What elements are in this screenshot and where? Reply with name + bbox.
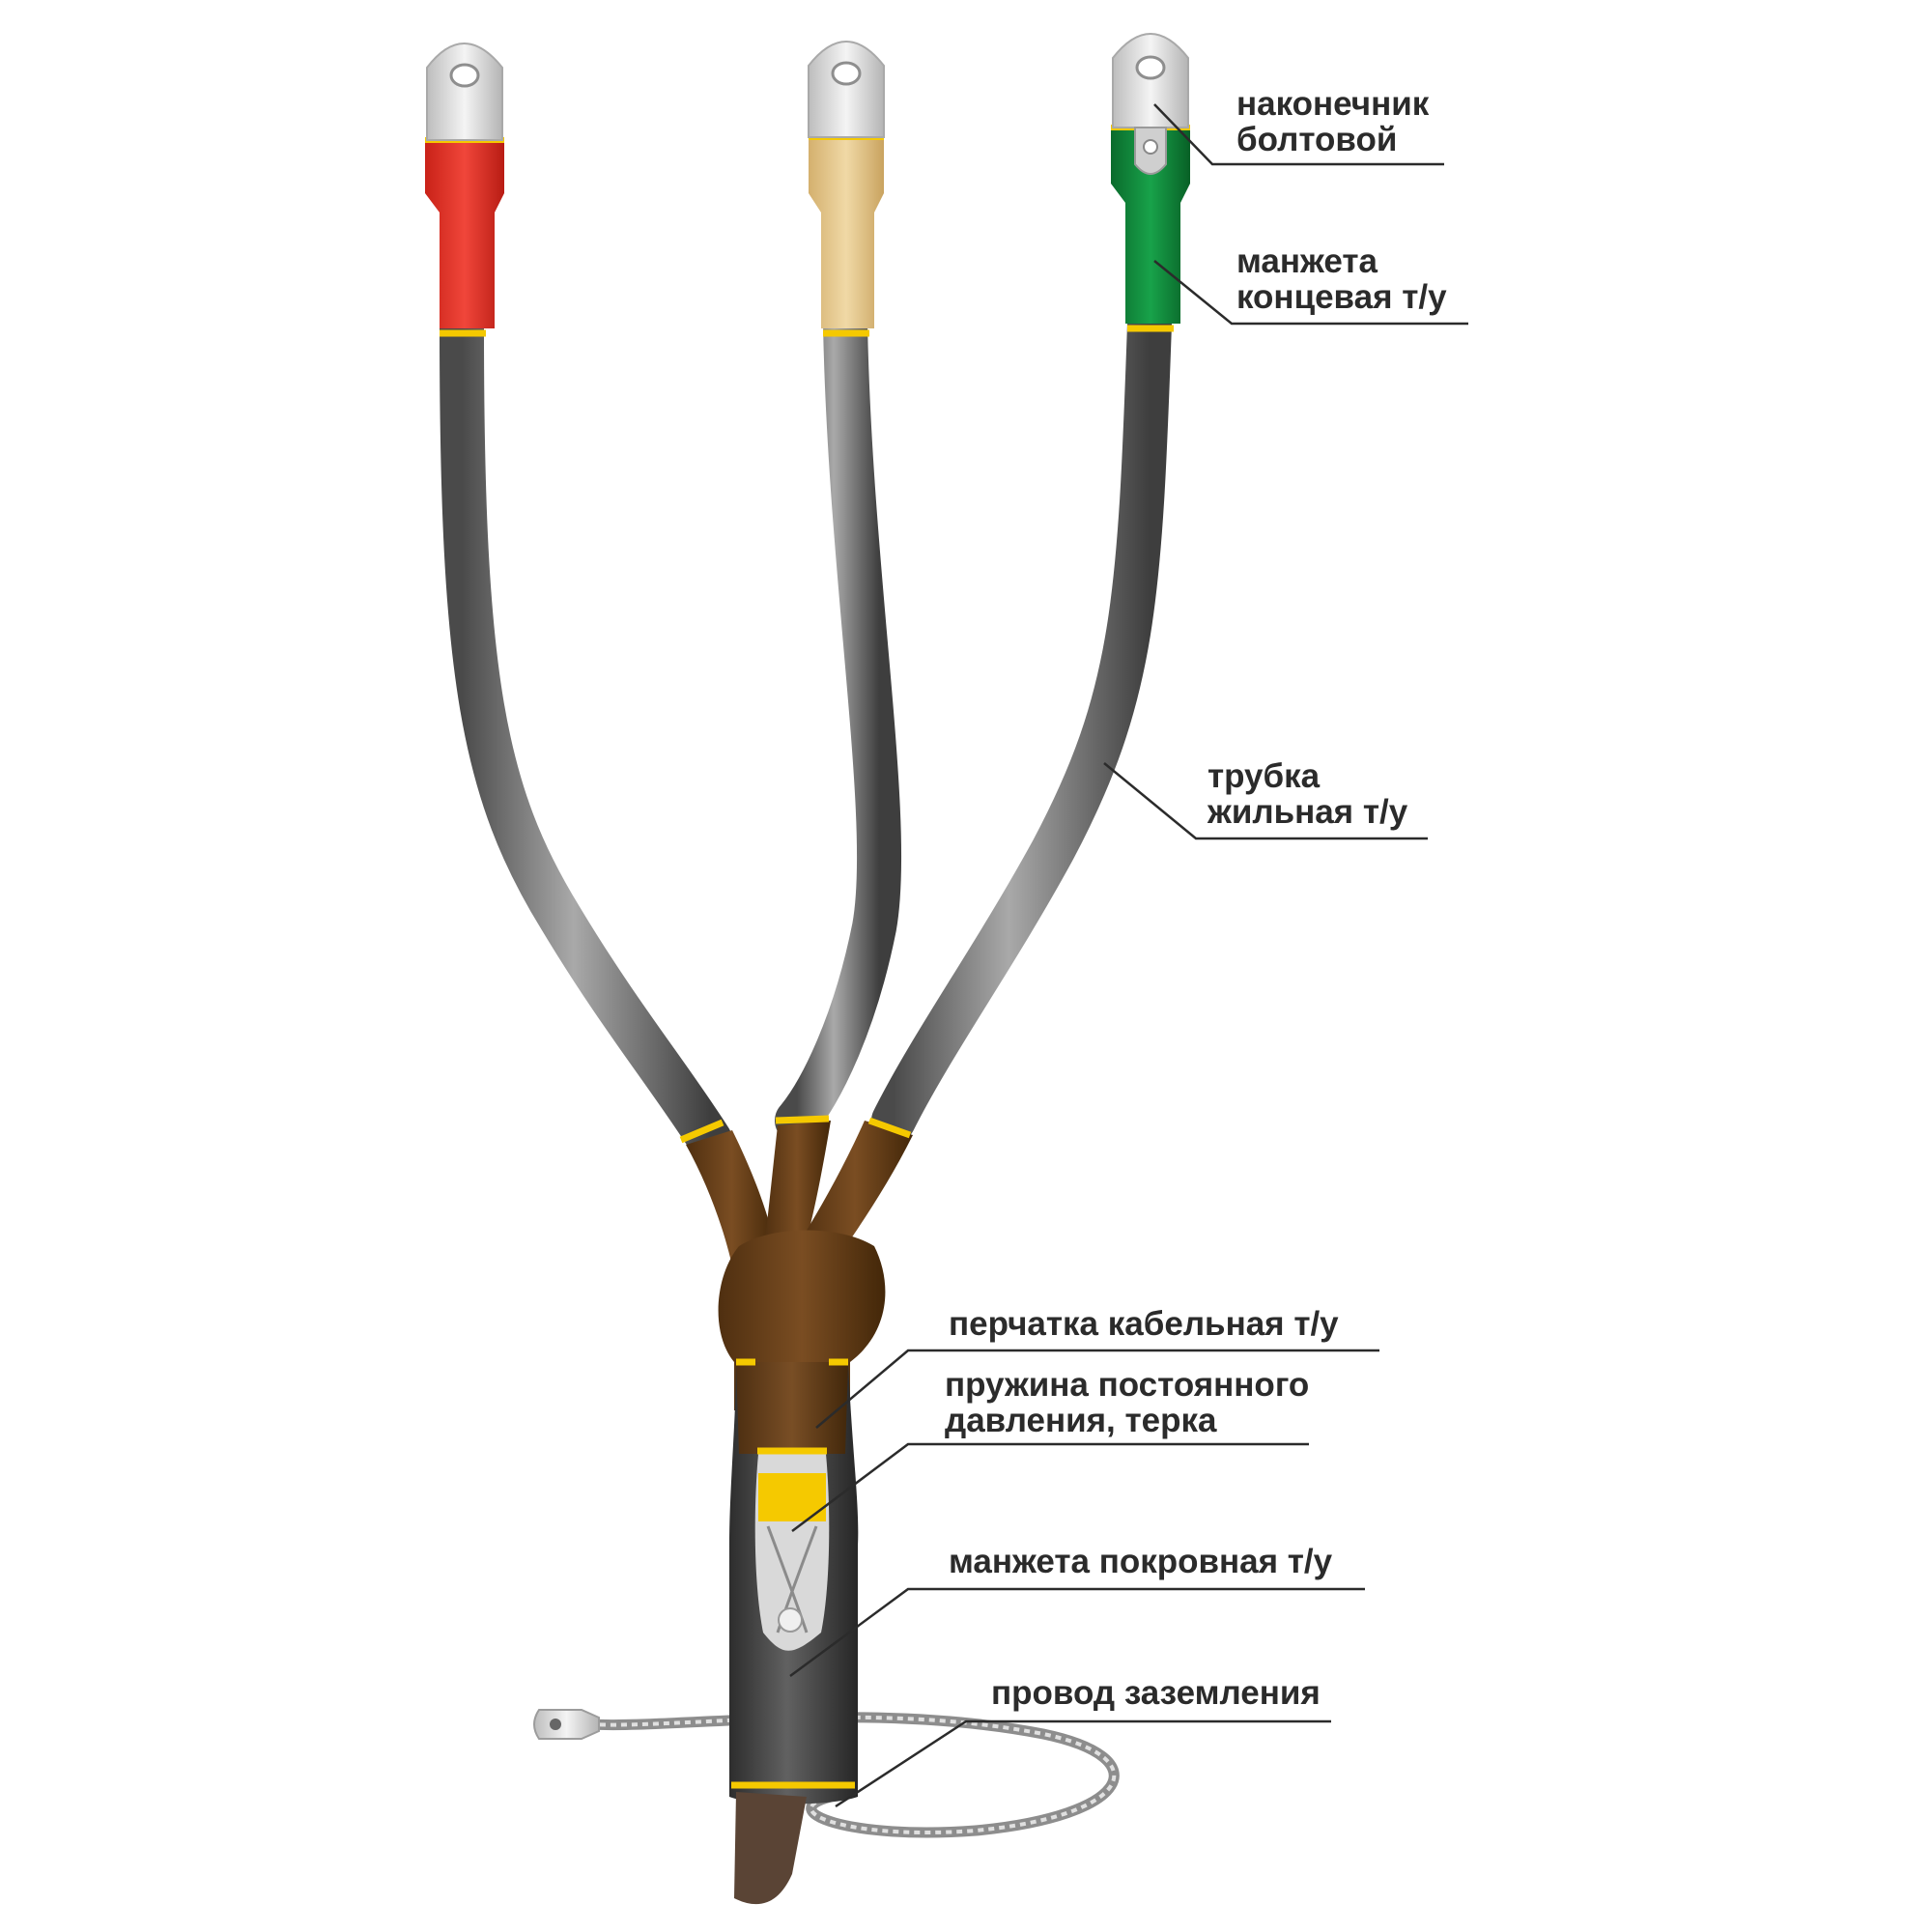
lug-right-icon [1112, 33, 1189, 175]
label-pressure-spring: пружина постоянного давления, терка [945, 1366, 1310, 1439]
label-ground-wire: провод заземления [991, 1674, 1321, 1712]
lug-middle-icon [808, 41, 885, 138]
leader-ground [835, 1719, 1331, 1808]
leader-lines [789, 103, 1468, 1808]
core-tubes [440, 301, 1172, 1162]
core-tube-left [440, 306, 732, 1162]
end-caps [425, 125, 1190, 328]
leader-cover [789, 1587, 1365, 1678]
core-tube-right [871, 301, 1172, 1143]
leader-spring [791, 1442, 1309, 1532]
label-cover-cap: манжета покровная т/у [949, 1543, 1333, 1580]
leader-lug [1153, 103, 1444, 166]
lug-left-icon [426, 43, 503, 141]
core-tube-middle [775, 301, 902, 1143]
label-core-tube: трубка жильная т/у [1208, 757, 1408, 831]
label-cable-glove: перчатка кабельная т/у [949, 1305, 1339, 1343]
ground-lug-icon [533, 1709, 600, 1740]
bolted-lugs [426, 33, 1189, 175]
end-cap-red [425, 143, 504, 328]
label-bolted-lug: наконечник болтовой [1236, 85, 1430, 158]
end-cap-yellow [809, 140, 884, 328]
leader-end-cap [1153, 260, 1468, 326]
cover-sleeve [729, 1362, 859, 1905]
sealant-bands [440, 325, 1174, 1789]
label-end-cap: манжета концевая т/у [1236, 242, 1447, 316]
leader-tube [1103, 762, 1428, 840]
leader-glove [815, 1349, 1379, 1429]
